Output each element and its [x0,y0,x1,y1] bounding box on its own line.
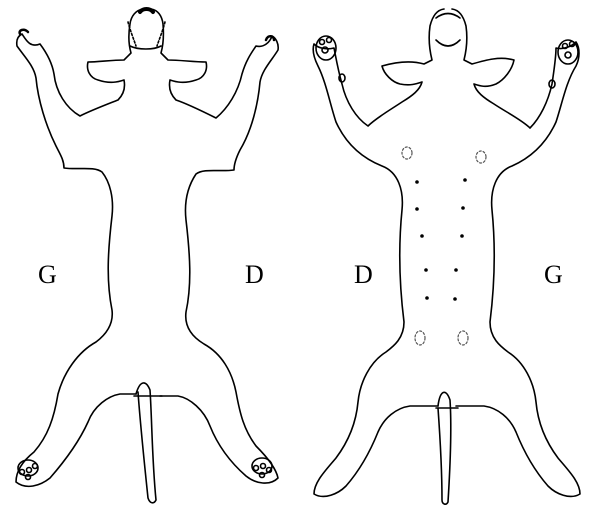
dorsal-left-label: G [38,262,57,288]
ventral-left-label: D [354,262,373,288]
ventral-nipple-dots [415,178,467,301]
ventral-skin-outline [313,9,580,504]
dorsal-skin-outline [16,9,278,503]
dorsal-right-label: D [245,262,264,288]
ventral-right-label: G [544,262,563,288]
ventral-dotted-marks [402,147,486,345]
